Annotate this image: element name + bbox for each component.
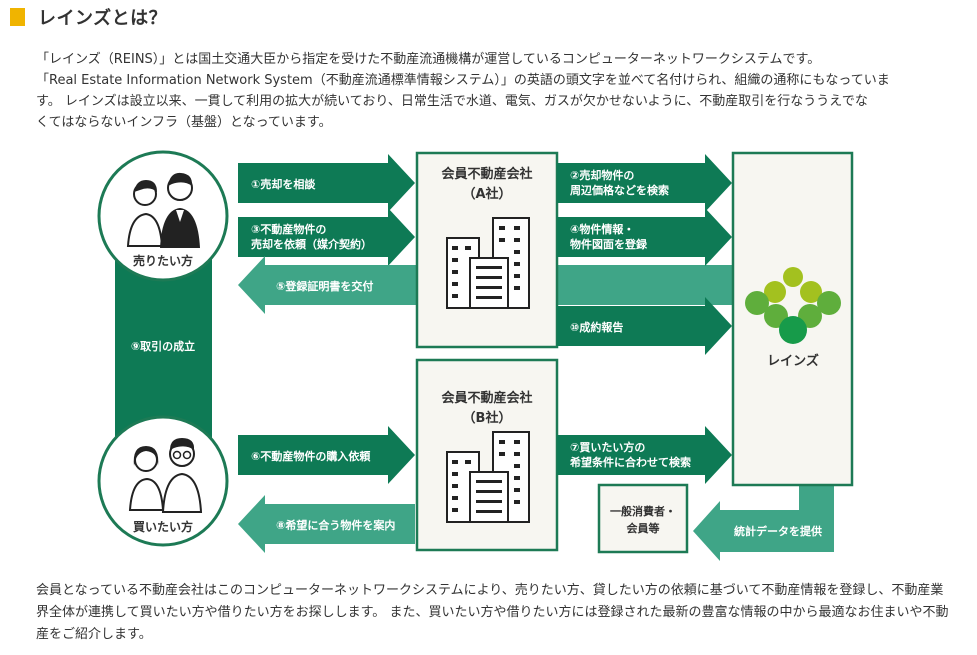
reins-flow-diagram: ⑨取引の成立 売りたい方	[97, 150, 854, 561]
arrow-3-label-1: ③不動産物件の	[251, 222, 326, 236]
seller-circle: 売りたい方	[97, 150, 229, 282]
buyer-circle: 買いたい方	[97, 415, 229, 547]
arrow-1-label: ①売却を相談	[251, 177, 316, 191]
consumer-label-1: 一般消費者・	[610, 504, 676, 518]
arrow-guide-property: ⑧希望に合う物件を案内	[238, 495, 415, 553]
arrow-5-label: ⑤登録証明書を交付	[276, 279, 373, 293]
stats-label: 統計データを提供	[734, 524, 822, 538]
arrow-2-label-2: 周辺価格などを検索	[570, 183, 669, 197]
outro-text: 会員となっている不動産会社はこのコンピューターネットワークシステムにより、売りた…	[36, 583, 949, 642]
company-a-box: 会員不動産会社 （A社）	[415, 151, 559, 349]
arrow-6-label: ⑥不動産物件の購入依頼	[251, 449, 371, 463]
company-b-sub: （B社）	[463, 410, 512, 426]
arrow-2-label-1: ②売却物件の	[570, 168, 634, 182]
arrow-consult-sale: ①売却を相談	[238, 154, 415, 212]
arrow-buyer-search: ⑦買いたい方の 希望条件に合わせて検索	[557, 426, 732, 484]
arrow-3-label-2: 売却を依頼（媒介契約）	[251, 237, 372, 251]
consumer-label-2: 会員等	[627, 521, 660, 535]
heading-marker	[10, 8, 25, 26]
buyer-man-icon	[161, 438, 203, 513]
company-a-name: 会員不動産会社	[441, 166, 532, 182]
intro-line-1: 「レインズ（REINS）」とは国土交通大臣から指定を受けた不動産流通機構が運営し…	[36, 52, 821, 67]
arrow-purchase-request: ⑥不動産物件の購入依頼	[238, 426, 415, 484]
buyer-label: 買いたい方	[133, 519, 193, 534]
reins-label: レインズ	[767, 353, 819, 369]
deal-label: ⑨取引の成立	[131, 339, 195, 353]
reins-box: レインズ	[731, 151, 854, 487]
company-b-name: 会員不動産会社	[441, 390, 532, 406]
intro-line-4: くてはならないインフラ（基盤）となっています。	[36, 115, 332, 130]
company-a-sub: （A社）	[462, 186, 511, 202]
intro-line-2: 「Real Estate Information Network System（…	[36, 73, 890, 88]
building-icon	[446, 431, 530, 523]
building-icon	[446, 217, 530, 309]
seller-woman-icon	[126, 180, 164, 247]
consumer-box: 一般消費者・ 会員等	[597, 483, 689, 554]
arrow-provide-stats: 統計データを提供	[693, 485, 834, 561]
arrow-8-label: ⑧希望に合う物件を案内	[276, 518, 395, 532]
arrow-request-sale: ③不動産物件の 売却を依頼（媒介契約）	[238, 208, 415, 266]
intro-text: 「レインズ（REINS）」とは国土交通大臣から指定を受けた不動産流通機構が運営し…	[36, 49, 956, 133]
seller-label: 売りたい方	[133, 253, 193, 268]
deal-bar	[115, 256, 212, 446]
intro-line-3: す。 レインズは設立以来、一貫して利用の拡大が続いており、日常生活で水道、電気、…	[36, 94, 868, 109]
arrow-10-label: ⑩成約報告	[570, 320, 623, 334]
arrow-4-label-1: ④物件情報・	[570, 222, 634, 236]
company-b-box: 会員不動産会社 （B社）	[415, 358, 559, 552]
arrow-search-prices: ②売却物件の 周辺価格などを検索	[557, 154, 732, 212]
seller-man-icon	[160, 172, 200, 248]
buyer-woman-icon	[128, 446, 165, 511]
arrow-7-label-1: ⑦買いたい方の	[570, 440, 645, 454]
arrow-register-property: ④物件情報・ 物件図面を登録	[557, 208, 732, 266]
arrow-4-label-2: 物件図面を登録	[570, 237, 648, 251]
reins-logo	[745, 267, 841, 344]
arrow-7-label-2: 希望条件に合わせて検索	[569, 455, 691, 469]
page-title: レインズとは？	[38, 8, 168, 29]
arrow-contract-report: ⑩成約報告	[557, 297, 732, 355]
